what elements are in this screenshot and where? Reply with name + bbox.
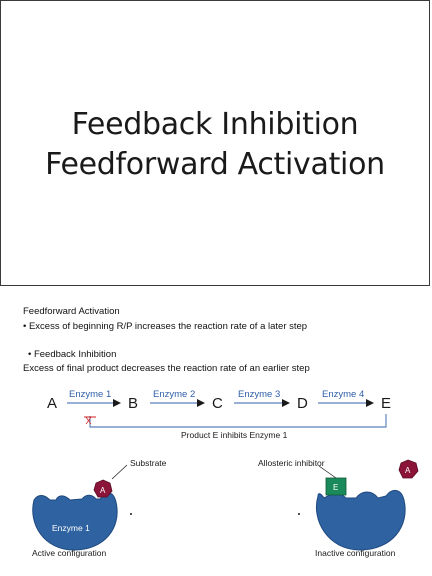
free-substrate-letter: A bbox=[405, 466, 411, 475]
enzyme-2-label: Enzyme 2 bbox=[153, 389, 195, 400]
inhibitor-letter: E bbox=[333, 483, 338, 492]
slide-title: Feedback Inhibition Feedforward Activati… bbox=[1, 105, 429, 185]
feedback-loop-line bbox=[89, 414, 387, 428]
enzyme-4-label: Enzyme 4 bbox=[322, 389, 364, 400]
pathway-letter-e: E bbox=[381, 395, 391, 412]
feedback-heading: • Feedback Inhibition bbox=[28, 349, 117, 360]
active-caption: Active configuration bbox=[32, 548, 106, 558]
substrate-pointer bbox=[111, 464, 128, 480]
substrate-label: Substrate bbox=[130, 458, 167, 468]
transition-dot-left bbox=[130, 513, 132, 515]
title-line-2: Feedforward Activation bbox=[45, 147, 385, 182]
enzyme-inactive-shape bbox=[316, 490, 406, 551]
enzyme-1-name: Enzyme 1 bbox=[52, 523, 90, 533]
inhibitor-pointer bbox=[318, 465, 337, 479]
pathway-letter-c: C bbox=[212, 395, 223, 412]
title-line-1: Feedback Inhibition bbox=[71, 107, 359, 142]
transition-dot-right bbox=[298, 513, 300, 515]
inactive-caption: Inactive configuration bbox=[315, 548, 396, 558]
feedback-point: Excess of final product decreases the re… bbox=[23, 363, 310, 374]
enzyme-3-label: Enzyme 3 bbox=[238, 389, 280, 400]
free-substrate-hexagon bbox=[398, 459, 419, 479]
inhibition-caption: Product E inhibits Enzyme 1 bbox=[181, 430, 288, 440]
title-slide: Feedback Inhibition Feedforward Activati… bbox=[0, 0, 430, 286]
feedforward-heading: Feedforward Activation bbox=[23, 306, 120, 317]
feedforward-point: • Excess of beginning R/P increases the … bbox=[23, 321, 308, 332]
pathway-letter-d: D bbox=[297, 395, 308, 412]
inhibition-mark: X bbox=[86, 416, 92, 426]
inhibitor-label: Allosteric inhibitor bbox=[258, 458, 325, 468]
enzyme-active-shape bbox=[32, 492, 118, 551]
substrate-hexagon bbox=[93, 479, 113, 498]
substrate-letter: A bbox=[100, 486, 106, 495]
enzyme-1-label: Enzyme 1 bbox=[69, 389, 111, 400]
pathway-letter-a: A bbox=[47, 395, 57, 412]
pathway-letter-b: B bbox=[128, 395, 138, 412]
pathway-diagram: A B C D E Enzyme 1 Enzyme 2 Enzyme 3 Enz… bbox=[32, 389, 419, 558]
content-slide: Feedforward Activation • Excess of begin… bbox=[0, 288, 432, 576]
